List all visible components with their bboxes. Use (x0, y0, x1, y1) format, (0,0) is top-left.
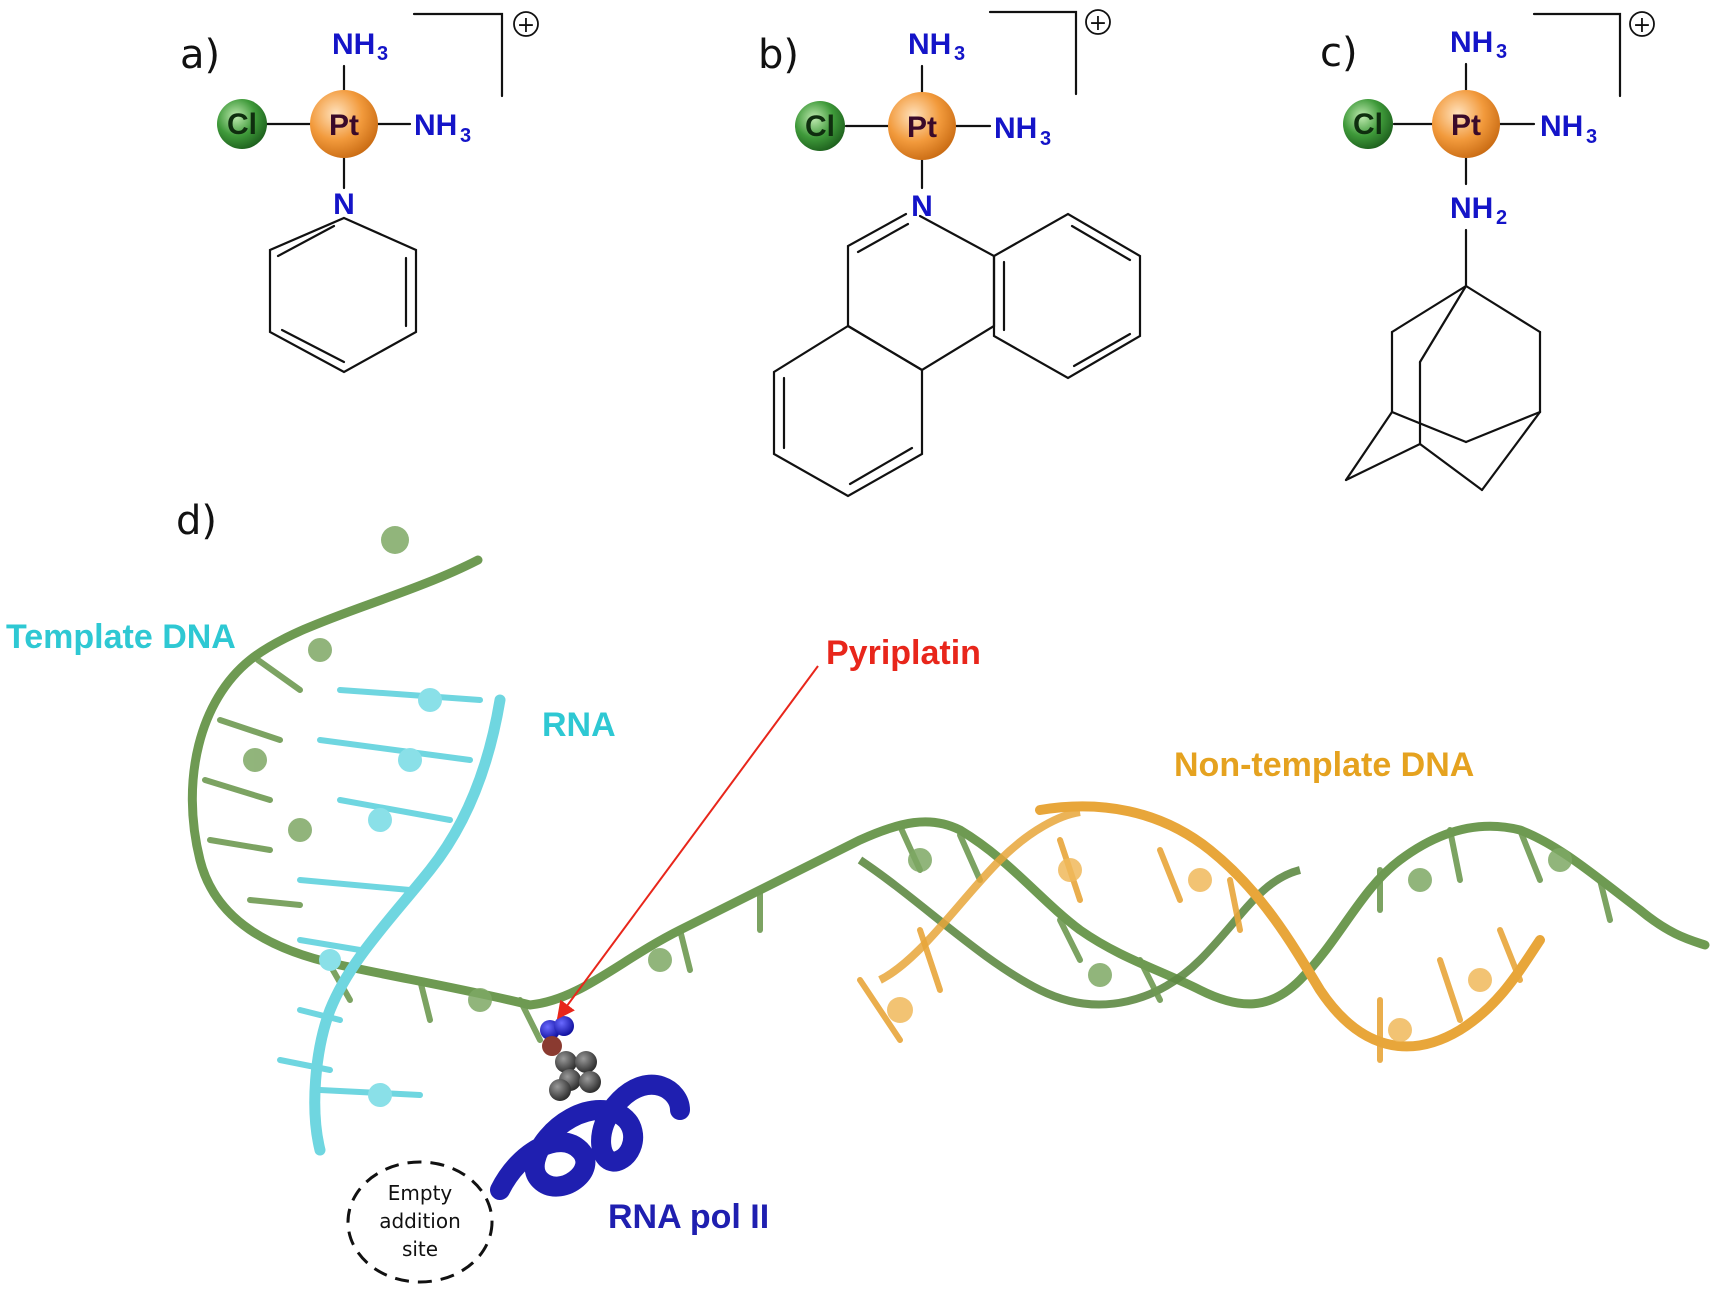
cl-label: Cl (805, 110, 835, 143)
chlorine-atom-icon (1343, 99, 1393, 149)
panel-a-label: a) (180, 32, 220, 78)
charge-label: + (517, 13, 535, 38)
n-label: N (911, 190, 933, 223)
charge-plus-icon (1085, 9, 1111, 35)
non-template-dna-strand (857, 801, 1545, 1063)
chlorine-atom-icon (217, 99, 267, 149)
pt-label: Pt (329, 109, 359, 142)
nh2-label: NH (1450, 192, 1493, 225)
chlorine-atom-icon (795, 101, 845, 151)
nh3-right-label: NH (1540, 110, 1583, 143)
charge-plus-icon (1629, 11, 1655, 37)
charge-label: + (1633, 13, 1651, 38)
panel-d-label: d) (176, 498, 217, 544)
template-dna-strand (187, 526, 1710, 1043)
nh3-right-label: NH (414, 109, 457, 142)
rna-pol-label: RNA pol II (608, 1198, 769, 1236)
nh3-top-label: NH (908, 28, 951, 61)
empty-addition-site: Empty addition site (346, 1160, 494, 1284)
nh3-right-sub: 3 (1040, 128, 1051, 150)
nh3-top-sub: 3 (377, 43, 388, 65)
non-template-dna-label: Non-template DNA (1174, 746, 1474, 784)
nh3-top-label: NH (1450, 26, 1493, 59)
panel-c-label: c) (1320, 30, 1358, 76)
nh3-top-sub: 3 (954, 43, 965, 65)
rna-label: RNA (542, 706, 616, 744)
empty-site-line-3: site (402, 1237, 438, 1261)
cl-label: Cl (1353, 108, 1383, 141)
nh2-sub: 2 (1496, 207, 1507, 229)
nh3-right-label: NH (994, 112, 1037, 145)
pt-label: Pt (907, 111, 937, 144)
platinum-atom-icon (888, 92, 956, 160)
panel-a: a) Pt Cl N NH 3 NH 3 + (180, 11, 539, 374)
panel-d: d) (6, 498, 1710, 1284)
pyriplatin-label: Pyriplatin (826, 634, 981, 672)
nh3-top-sub: 3 (1496, 41, 1507, 63)
empty-site-line-1: Empty (388, 1181, 453, 1205)
platinum-atom-icon (1432, 90, 1500, 158)
pyriplatin-arrow (556, 665, 819, 1020)
nh3-top-label: NH (332, 28, 375, 61)
pt-label: Pt (1451, 109, 1481, 142)
nh3-right-sub: 3 (1586, 126, 1597, 148)
panel-b: b) Pt Cl N NH 3 NH 3 + (758, 9, 1142, 498)
charge-plus-icon (513, 11, 539, 37)
template-dna-label: Template DNA (6, 618, 236, 656)
empty-site-line-2: addition (379, 1209, 461, 1233)
platinum-atom-icon (310, 90, 378, 158)
charge-label: + (1089, 11, 1107, 36)
panel-c: c) Pt Cl NH 3 NH 3 NH 2 (1320, 11, 1655, 492)
panel-b-label: b) (758, 32, 799, 78)
pyriplatin-molecule (540, 1016, 601, 1101)
rna-pol-helix (490, 1074, 690, 1200)
nh3-right-sub: 3 (460, 125, 471, 147)
cl-label: Cl (227, 108, 257, 141)
n-label: N (333, 188, 355, 221)
rna-strand (277, 687, 506, 1156)
